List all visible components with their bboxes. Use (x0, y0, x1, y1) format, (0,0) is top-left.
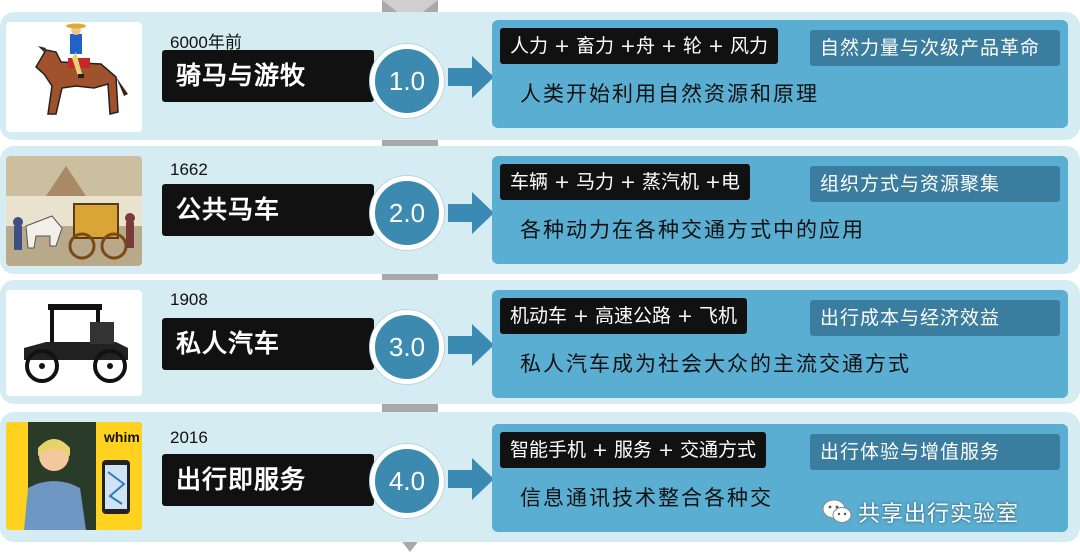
version-badge: 2.0 (370, 176, 444, 250)
carriage-icon (6, 156, 142, 266)
era-detail-panel: 人力 + 畜力 +舟 + 轮 + 风力 自然力量与次级产品革命 人类开始利用自然… (492, 20, 1068, 128)
era-year: 1662 (170, 160, 208, 179)
whim-app-icon: whim (6, 422, 142, 530)
revolution-badge: 出行成本与经济效益 (810, 300, 1060, 336)
era-description: 私人汽车成为社会大众的主流交通方式 (520, 352, 911, 376)
horse-rider-icon (6, 22, 142, 132)
wechat-watermark: 共享出行实验室 (822, 494, 1019, 530)
right-arrow-icon (448, 324, 494, 366)
revolution-badge: 出行体验与增值服务 (810, 434, 1060, 470)
era-detail-panel: 机动车 + 高速公路 + 飞机 出行成本与经济效益 私人汽车成为社会大众的主流交… (492, 290, 1068, 398)
right-arrow-icon (448, 192, 494, 234)
era-description: 信息通讯技术整合各种交 (520, 486, 773, 510)
era-title: 私人汽车 (162, 318, 374, 370)
revolution-badge: 组织方式与资源聚集 (810, 166, 1060, 202)
technology-label: 人力 + 畜力 +舟 + 轮 + 风力 (500, 28, 778, 64)
era-title: 公共马车 (162, 184, 374, 236)
model-t-car-icon (6, 290, 142, 396)
era-title: 骑马与游牧 (162, 50, 374, 102)
era-description: 各种动力在各种交通方式中的应用 (520, 218, 865, 242)
era-title: 出行即服务 (162, 454, 374, 506)
version-badge: 1.0 (370, 44, 444, 118)
era-year: 2016 (170, 428, 208, 447)
era-year: 6000年前 (170, 33, 242, 52)
revolution-badge: 自然力量与次级产品革命 (810, 30, 1060, 66)
technology-label: 机动车 + 高速公路 + 飞机 (500, 298, 747, 334)
version-badge: 4.0 (370, 444, 444, 518)
wechat-icon (822, 499, 852, 523)
version-badge: 3.0 (370, 310, 444, 384)
era-detail-panel: 智能手机 + 服务 + 交通方式 出行体验与增值服务 信息通讯技术整合各种交 (492, 424, 1068, 532)
technology-label: 智能手机 + 服务 + 交通方式 (500, 432, 766, 468)
era-detail-panel: 车辆 + 马力 + 蒸汽机 +电 组织方式与资源聚集 各种动力在各种交通方式中的… (492, 156, 1068, 264)
watermark-text: 共享出行实验室 (858, 502, 1020, 527)
whim-logo-text: whim (103, 429, 140, 445)
right-arrow-icon (448, 56, 494, 98)
era-description: 人类开始利用自然资源和原理 (520, 82, 819, 106)
technology-label: 车辆 + 马力 + 蒸汽机 +电 (500, 164, 750, 200)
right-arrow-icon (448, 458, 494, 500)
era-year: 1908 (170, 290, 208, 309)
